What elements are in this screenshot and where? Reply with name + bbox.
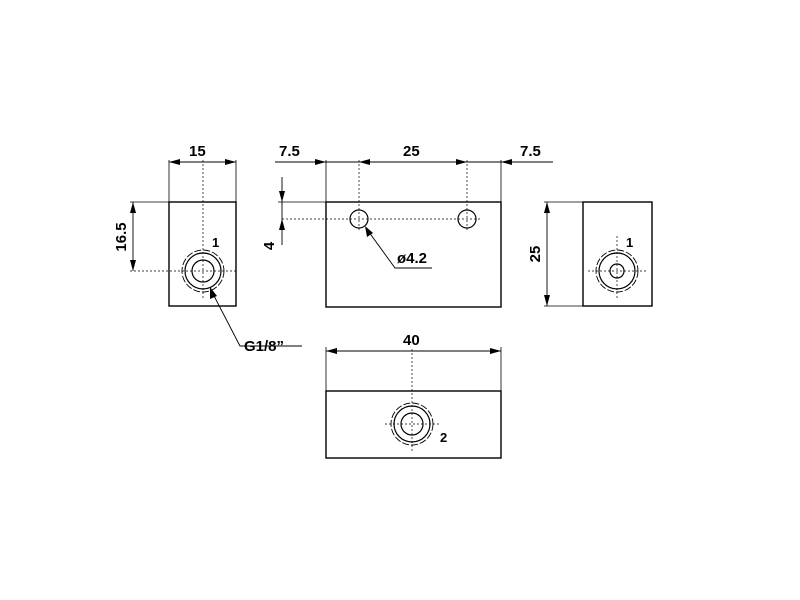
bottom-port-thread-circle [390,402,434,446]
block-height-arrow-bottom [544,295,550,306]
block-height-label: 25 [527,246,544,263]
hole-diameter-arrow [365,226,373,237]
side-height-label: 16.5 [113,222,130,251]
right-side-view: 1 25 [527,201,653,307]
right-port-outer-circle [598,252,636,290]
left-side-view: 1 15 16.5 G1/8” [113,143,302,355]
block-height-arrow-top [544,202,550,213]
hole-height-arrow-bottom [279,219,285,230]
right-port-label: 1 [626,235,633,250]
block-length-arrow-left [326,348,337,354]
hole-spacing-label: 25 [403,143,420,160]
left-port-outer-circle [184,252,222,290]
left-port-label: 1 [212,235,219,250]
side-width-arrow-right [225,159,236,165]
side-height-arrow-top [130,202,136,213]
side-height-arrow-bottom [130,260,136,271]
side-width-label: 15 [189,143,206,160]
front-block-outline [325,201,502,308]
right-block-outline [582,201,653,307]
left-offset-arrow [315,159,326,165]
right-offset-arrow [501,159,512,165]
side-width-arrow-left [169,159,180,165]
left-offset-label: 7.5 [279,143,300,160]
bottom-block-outline [325,390,502,459]
hole-spacing-arrow-right [456,159,467,165]
right-port-thread-circle [595,249,639,293]
block-length-label: 40 [403,332,420,349]
hole-diameter-label: ø4.2 [397,250,427,267]
bottom-port-label: 2 [440,430,447,445]
right-port-inner-circle [609,263,625,279]
thread-leader-line [211,291,302,347]
hole-height-arrow-top [279,191,285,202]
thread-leader-arrow [210,287,217,299]
bottom-port-inner-circle [400,412,424,436]
thread-label: G1/8” [244,338,284,355]
left-block-outline [168,201,237,307]
bottom-view: 2 40 [325,332,502,459]
hole-diameter-leader [365,227,432,269]
front-view: 7.5 25 7.5 4 ø4.2 [261,143,553,308]
bottom-port-outer-circle [393,405,431,443]
left-port-thread-circle [181,249,225,293]
right-offset-label: 7.5 [520,143,541,160]
left-port-inner-circle [191,259,215,283]
hole-height-label: 4 [261,241,278,250]
block-length-arrow-right [490,348,501,354]
hole-spacing-arrow-left [359,159,370,165]
